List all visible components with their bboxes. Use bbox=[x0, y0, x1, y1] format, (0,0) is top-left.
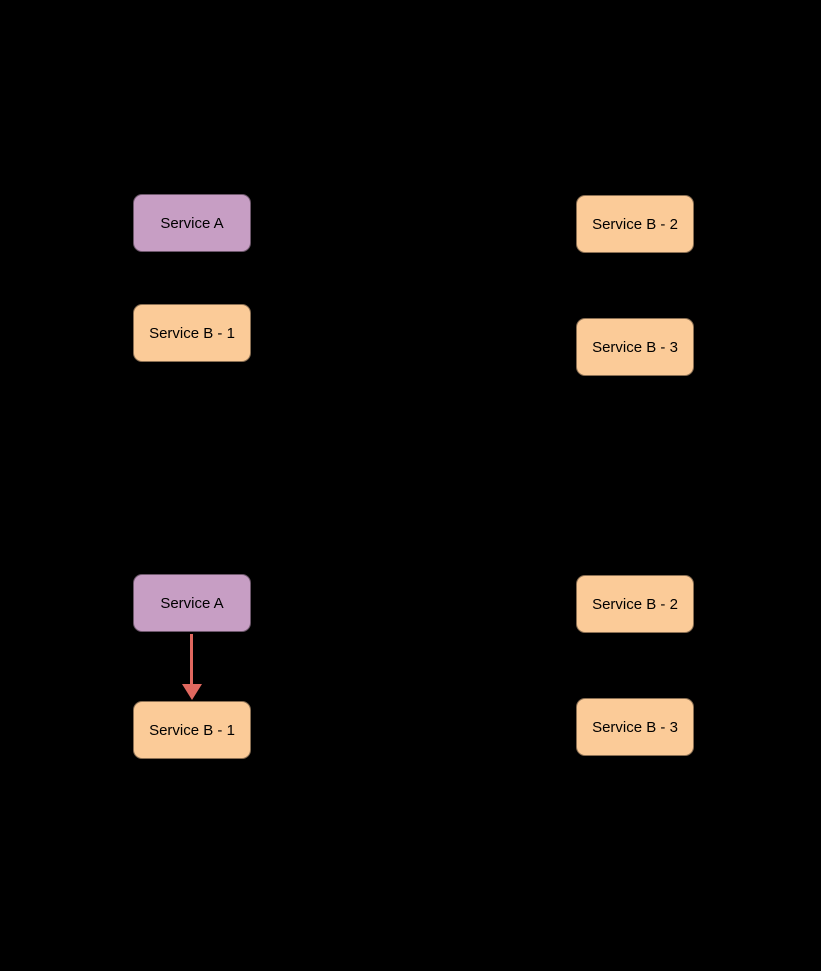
arrow-service-a-to-service-b-1-line bbox=[190, 634, 193, 685]
group2-node-service-a: Service A bbox=[133, 574, 251, 632]
group2-node-service-b-2: Service B - 2 bbox=[576, 575, 694, 633]
node-label: Service A bbox=[160, 214, 224, 232]
node-label: Service A bbox=[160, 594, 224, 612]
arrow-service-a-to-service-b-1-head-icon bbox=[182, 684, 202, 700]
group1-node-service-b-1: Service B - 1 bbox=[133, 304, 251, 362]
node-label: Service B - 3 bbox=[592, 338, 678, 356]
group1-node-service-b-2: Service B - 2 bbox=[576, 195, 694, 253]
node-label: Service B - 1 bbox=[149, 324, 235, 342]
group2-node-service-b-3: Service B - 3 bbox=[576, 698, 694, 756]
group1-node-service-a: Service A bbox=[133, 194, 251, 252]
node-label: Service B - 2 bbox=[592, 215, 678, 233]
group2-node-service-b-1: Service B - 1 bbox=[133, 701, 251, 759]
node-label: Service B - 2 bbox=[592, 595, 678, 613]
group1-node-service-b-3: Service B - 3 bbox=[576, 318, 694, 376]
node-label: Service B - 1 bbox=[149, 721, 235, 739]
node-label: Service B - 3 bbox=[592, 718, 678, 736]
